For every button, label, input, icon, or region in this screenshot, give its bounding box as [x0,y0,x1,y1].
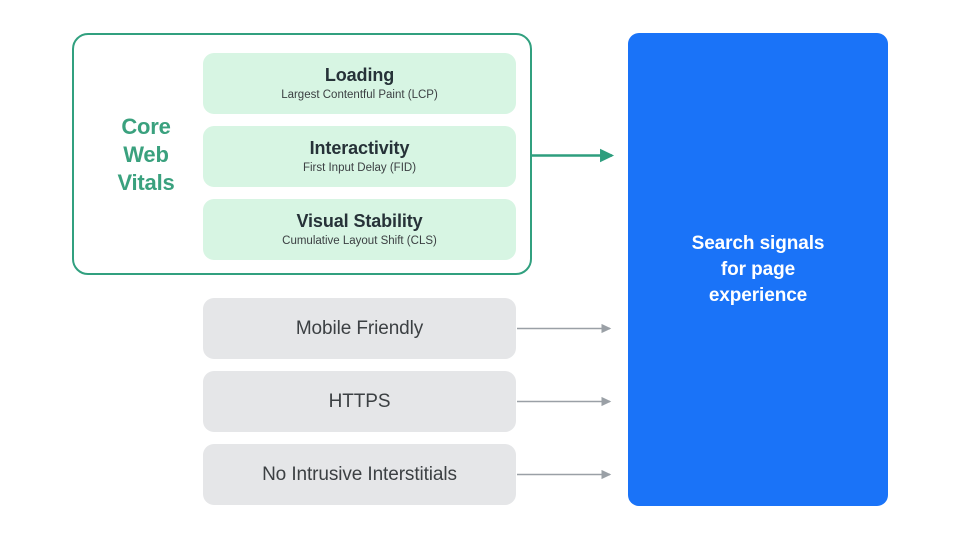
signal-box-https: HTTPS [203,371,516,432]
metric-subtitle-interactivity: First Input Delay (FID) [302,162,417,174]
metric-subtitle-visual-stability: Cumulative Layout Shift (CLS) [282,235,437,247]
metric-box-loading: Loading Largest Contentful Paint (LCP) [203,53,516,114]
core-web-vitals-group [72,33,532,275]
core-web-vitals-label: Core Web Vitals [98,113,194,197]
signal-box-no-intrusive-interstitials: No Intrusive Interstitials [203,444,516,505]
signal-label-https: HTTPS [328,390,391,412]
metric-title-interactivity: Interactivity [309,138,410,158]
metric-subtitle-loading: Largest Contentful Paint (LCP) [281,89,438,101]
metric-title-loading: Loading [324,65,395,85]
metric-title-visual-stability: Visual Stability [296,211,423,231]
core-web-vitals-label-line-1: Core [121,114,171,139]
destination-panel-search-signals: Search signals for page experience [628,33,888,506]
metric-box-interactivity: Interactivity First Input Delay (FID) [203,126,516,187]
core-web-vitals-label-line-2: Web [123,142,169,167]
signal-box-mobile-friendly: Mobile Friendly [203,298,516,359]
signal-label-mobile-friendly: Mobile Friendly [295,317,424,339]
metric-box-visual-stability: Visual Stability Cumulative Layout Shift… [203,199,516,260]
signal-label-no-intrusive-interstitials: No Intrusive Interstitials [262,463,457,485]
core-web-vitals-label-line-3: Vitals [117,170,175,195]
destination-panel-text: Search signals for page experience [691,232,825,306]
